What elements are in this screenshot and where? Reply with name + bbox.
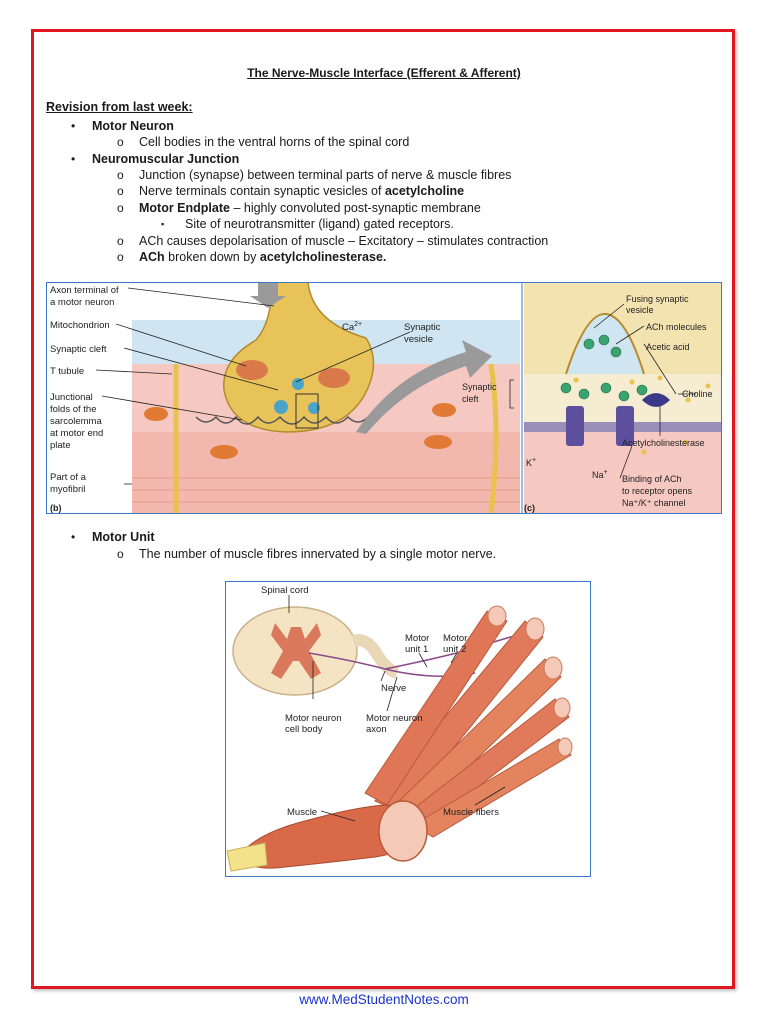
label-nerve: Nerve <box>381 683 406 694</box>
label-synaptic-vesicle-2: vesicle <box>404 334 433 345</box>
nmj-illustration: Axon terminal of a motor neuron Mitochon… <box>46 281 722 515</box>
label-synaptic-cleft: Synaptic cleft <box>50 344 107 355</box>
label-axon-2: axon <box>366 724 387 735</box>
footer-link[interactable]: www.MedStudentNotes.com <box>299 992 469 1007</box>
bullet-marker: • <box>71 530 76 544</box>
motor-unit-figure: Spinal cord Motor unit 1 Motor unit 2 Ne… <box>225 581 591 882</box>
label-binding-2: to receptor opens <box>622 486 693 496</box>
label-spinal-cord: Spinal cord <box>261 585 309 596</box>
label-junctional-5: plate <box>50 440 71 451</box>
label-acetic-acid: Acetic acid <box>646 342 690 352</box>
bullet-marker: • <box>71 152 76 166</box>
list-item-endplate: Motor Endplate – highly convoluted post-… <box>139 201 481 215</box>
label-junctional-2: folds of the <box>50 404 96 415</box>
label-junctional-3: sarcolemma <box>50 416 102 427</box>
label-junctional-1: Junctional <box>50 392 93 403</box>
document-title: The Nerve-Muscle Interface (Efferent & A… <box>247 66 521 80</box>
bullet-marker: • <box>71 119 76 133</box>
label-mitochondrion: Mitochondrion <box>50 320 110 331</box>
label-ach-molecules: ACh molecules <box>646 322 707 332</box>
label-myofibril-1: Part of a <box>50 472 87 483</box>
list-item-receptors: Site of neurotransmitter (ligand) gated … <box>185 217 454 231</box>
label-calcium: Ca2+ <box>342 321 362 333</box>
label-choline: Choline <box>682 389 713 399</box>
label-muscle: Muscle <box>287 807 317 818</box>
sub-bullet-marker: o <box>117 250 124 264</box>
label-cell-body-2: cell body <box>285 724 323 735</box>
label-synaptic-vesicle-1: Synaptic <box>404 322 441 333</box>
label-binding-1: Binding of ACh <box>622 474 682 484</box>
label-axon-terminal-1: Axon terminal of <box>50 285 119 296</box>
label-binding-3: Na⁺/K⁺ channel <box>622 498 686 508</box>
sub-bullet-marker: o <box>117 201 124 215</box>
label-axon-1: Motor neuron <box>366 713 423 724</box>
sub-bullet-marker: o <box>117 547 124 561</box>
page-border <box>31 29 735 989</box>
panel-c-letter: (c) <box>524 503 535 513</box>
section-heading: Revision from last week: <box>46 100 193 114</box>
nmj-figure: Axon terminal of a motor neuron Mitochon… <box>46 281 722 519</box>
list-item-motor-unit: Motor Unit <box>92 530 155 544</box>
label-acetylcholinesterase: Acetylcholinesterase <box>622 438 705 448</box>
list-item-fibres: The number of muscle fibres innervated b… <box>139 547 497 561</box>
label-muscle-fibers: Muscle fibers <box>443 807 499 818</box>
motor-unit-illustration: Spinal cord Motor unit 1 Motor unit 2 Ne… <box>225 581 591 877</box>
label-junctional-4: at motor end <box>50 428 103 439</box>
label-motor-unit-1a: Motor <box>405 633 429 644</box>
label-motor-unit-1b: unit 1 <box>405 644 428 655</box>
sub-bullet-marker: o <box>117 184 124 198</box>
label-t-tubule: T tubule <box>50 366 84 377</box>
list-item-motor-neuron: Motor Neuron <box>92 119 174 133</box>
sub-bullet-marker: o <box>117 234 124 248</box>
label-synaptic-cleft-c2: cleft <box>462 394 479 404</box>
label-motor-unit-2b: unit 2 <box>443 644 466 655</box>
list-item-depolarisation: ACh causes depolarisation of muscle – Ex… <box>139 234 549 248</box>
label-myofibril-2: myofibril <box>50 484 85 495</box>
square-bullet-marker: ▪ <box>161 219 165 229</box>
label-cell-body-1: Motor neuron <box>285 713 342 724</box>
label-fusing-2: vesicle <box>626 305 654 315</box>
label-fusing-1: Fusing synaptic <box>626 294 689 304</box>
panel-b-letter: (b) <box>50 503 62 513</box>
label-k-ion: K+ <box>526 457 536 468</box>
list-item-junction: Junction (synapse) between terminal part… <box>139 168 512 182</box>
label-synaptic-cleft-c1: Synaptic <box>462 382 497 392</box>
list-item-nmj: Neuromuscular Junction <box>92 152 240 166</box>
label-axon-terminal-2: a motor neuron <box>50 297 114 308</box>
label-motor-unit-2a: Motor <box>443 633 467 644</box>
list-item-breakdown: ACh broken down by acetylcholinesterase. <box>139 250 387 264</box>
label-na-ion: Na+ <box>592 469 608 480</box>
sub-bullet-marker: o <box>117 135 124 149</box>
list-item-vesicles: Nerve terminals contain synaptic vesicle… <box>139 184 465 198</box>
sub-bullet-marker: o <box>117 168 124 182</box>
list-item-cell-bodies: Cell bodies in the ventral horns of the … <box>139 135 410 149</box>
